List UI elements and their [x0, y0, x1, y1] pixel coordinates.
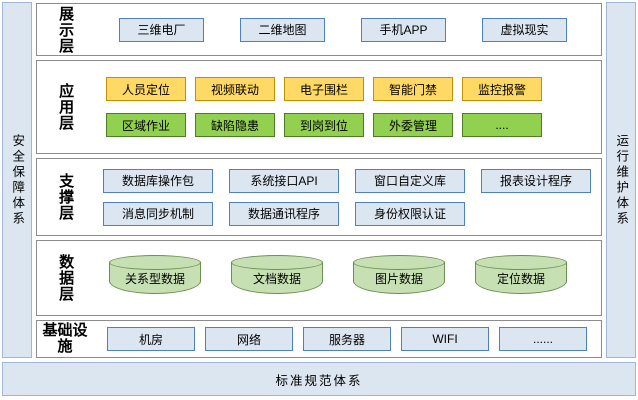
node-wifi[interactable]: WIFI [401, 327, 489, 351]
node-video-linkage[interactable]: 视频联动 [195, 77, 275, 101]
node-document-data-label: 文档数据 [252, 271, 301, 286]
node-area-operations[interactable]: 区域作业 [106, 113, 186, 137]
layer-infrastructure: 基础设施 机房 网络 服务器 WIFI ...... [36, 320, 602, 358]
node-3d-power-plant[interactable]: 三维电厂 [119, 17, 204, 42]
layer-infrastructure-body: 机房 网络 服务器 WIFI ...... [93, 321, 601, 357]
layer-support-row-1: 数据库操作包 系统接口API 窗口自定义库 报表设计程序 [97, 168, 597, 193]
layer-presentation-label: 展示层 [57, 5, 75, 54]
node-monitoring-alarm[interactable]: 监控报警 [462, 77, 542, 101]
node-relational-data[interactable]: 关系型数据 [109, 255, 201, 301]
node-network[interactable]: 网络 [205, 327, 293, 351]
layer-support-label: 支撑层 [57, 173, 75, 221]
cylinder-top-icon [231, 255, 323, 270]
node-data-communication-program[interactable]: 数据通讯程序 [229, 201, 339, 226]
node-system-interface-api[interactable]: 系统接口API [229, 168, 339, 193]
layer-data-row-1: 关系型数据 文档数据 图片数据 定位数据 [97, 255, 597, 301]
node-application-more[interactable]: .... [462, 113, 542, 137]
sidebar-operations-maintenance: 运行维护体系 [606, 2, 636, 358]
layer-support: 支撑层 数据库操作包 系统接口API 窗口自定义库 报表设计程序 消息同步机制 … [36, 158, 602, 236]
node-infrastructure-more[interactable]: ...... [499, 327, 587, 351]
node-mobile-app[interactable]: 手机APP [361, 17, 446, 42]
layer-application-row-2: 区域作业 缺陷隐患 到岗到位 外委管理 .... [97, 113, 597, 137]
cylinder-top-icon [109, 255, 201, 270]
node-2d-map[interactable]: 二维地图 [240, 17, 325, 42]
layer-application-body: 人员定位 视频联动 电子围栏 智能门禁 监控报警 区域作业 缺陷隐患 到岗到位 … [93, 61, 601, 153]
layer-infrastructure-row-1: 机房 网络 服务器 WIFI ...... [97, 327, 597, 351]
node-message-sync-mechanism[interactable]: 消息同步机制 [103, 201, 213, 226]
node-server-room[interactable]: 机房 [107, 327, 195, 351]
node-on-post-in-place[interactable]: 到岗到位 [284, 113, 364, 137]
node-window-custom-library[interactable]: 窗口自定义库 [355, 168, 465, 193]
node-defect-hazard[interactable]: 缺陷隐患 [195, 113, 275, 137]
layer-support-label-cell: 支撑层 [37, 159, 93, 235]
node-positioning-data[interactable]: 定位数据 [475, 255, 567, 301]
node-virtual-reality[interactable]: 虚拟现实 [482, 17, 567, 42]
node-outsourcing-management[interactable]: 外委管理 [373, 113, 453, 137]
node-smart-access-control[interactable]: 智能门禁 [373, 77, 453, 101]
node-document-data[interactable]: 文档数据 [231, 255, 323, 301]
cylinder-top-icon [353, 255, 445, 270]
layer-application-label: 应用层 [57, 83, 75, 131]
layer-application-label-cell: 应用层 [37, 61, 93, 153]
node-report-design-program[interactable]: 报表设计程序 [481, 168, 591, 193]
node-personnel-positioning[interactable]: 人员定位 [106, 77, 186, 101]
layer-presentation: 展示层 三维电厂 二维地图 手机APP 虚拟现实 [36, 3, 602, 56]
node-image-data[interactable]: 图片数据 [353, 255, 445, 301]
sidebar-security-assurance-label: 安全保障体系 [10, 133, 25, 227]
node-relational-data-label: 关系型数据 [124, 271, 185, 286]
layer-data-body: 关系型数据 文档数据 图片数据 定位数据 [93, 241, 601, 315]
sidebar-operations-maintenance-label: 运行维护体系 [614, 133, 629, 227]
layer-data-label-cell: 数据层 [37, 241, 93, 315]
node-server[interactable]: 服务器 [303, 327, 391, 351]
sidebar-security-assurance: 安全保障体系 [2, 2, 32, 358]
layer-presentation-row-1: 三维电厂 二维地图 手机APP 虚拟现实 [97, 17, 597, 42]
layer-application: 应用层 人员定位 视频联动 电子围栏 智能门禁 监控报警 区域作业 缺陷隐患 到… [36, 60, 602, 154]
layer-presentation-body: 三维电厂 二维地图 手机APP 虚拟现实 [93, 4, 601, 55]
layer-infrastructure-label: 基础设施 [42, 321, 88, 355]
node-identity-authorization[interactable]: 身份权限认证 [355, 201, 465, 226]
layer-support-body: 数据库操作包 系统接口API 窗口自定义库 报表设计程序 消息同步机制 数据通讯… [93, 159, 601, 235]
layer-support-row-2: 消息同步机制 数据通讯程序 身份权限认证 [97, 201, 597, 226]
node-positioning-data-label: 定位数据 [496, 271, 545, 286]
layer-presentation-label-cell: 展示层 [37, 4, 93, 55]
cylinder-top-icon [475, 255, 567, 270]
layer-data-label: 数据层 [57, 254, 75, 302]
layer-data: 数据层 关系型数据 文档数据 图片数据 [36, 240, 602, 316]
node-database-operation-package[interactable]: 数据库操作包 [103, 168, 213, 193]
footer-standards-system: 标准规范体系 [2, 362, 636, 396]
layer-application-row-1: 人员定位 视频联动 电子围栏 智能门禁 监控报警 [97, 77, 597, 101]
node-electronic-fence[interactable]: 电子围栏 [284, 77, 364, 101]
node-image-data-label: 图片数据 [374, 271, 423, 286]
footer-standards-system-label: 标准规范体系 [275, 373, 363, 388]
layer-infrastructure-label-cell: 基础设施 [37, 321, 93, 357]
